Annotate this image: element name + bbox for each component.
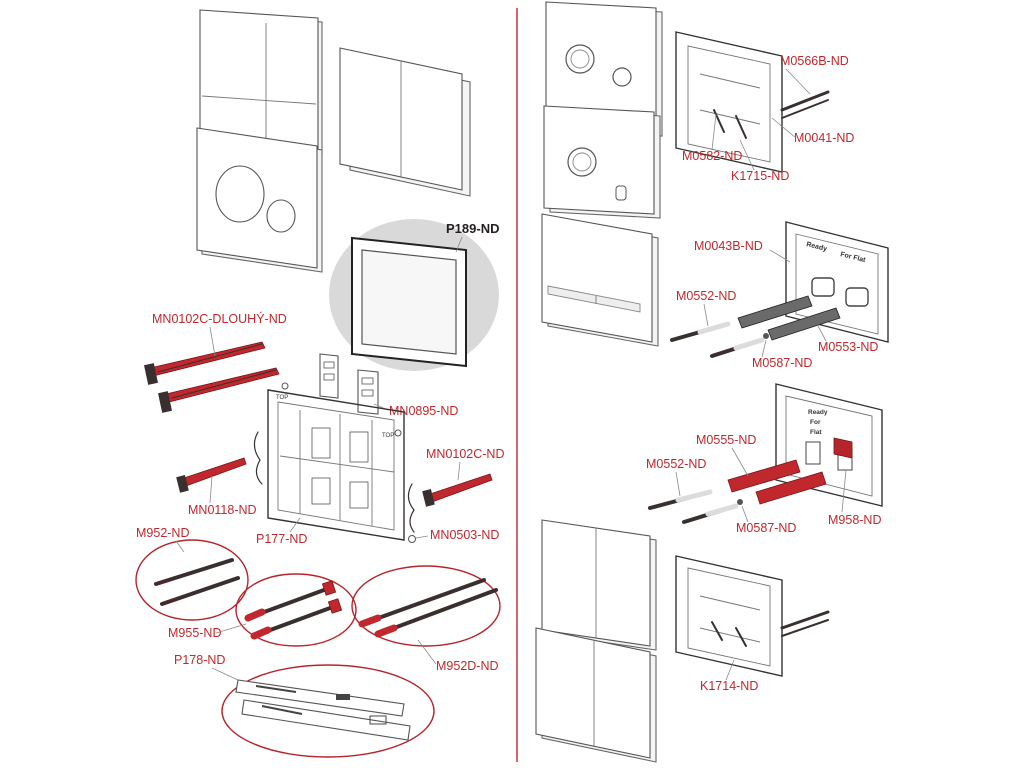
frame-print-for-flat: For Flat	[840, 251, 867, 264]
k1714-frame	[675, 555, 830, 677]
frame-print-v-for: For	[810, 419, 821, 426]
m952d-rods	[358, 578, 498, 638]
label-mn0895: MN0895-ND	[389, 404, 458, 418]
m0552-rods-lower	[648, 489, 743, 524]
flush-plate-square-bottom-2	[535, 627, 657, 763]
p177-mounting-frame: TOP TOP	[267, 382, 405, 541]
label-m0552-b: M0552-ND	[646, 457, 706, 471]
label-p178: P178-ND	[174, 653, 225, 667]
label-m952d: M952D-ND	[436, 659, 499, 673]
m955-rods	[244, 580, 343, 640]
mn0895-clips	[319, 353, 379, 415]
label-p177: P177-ND	[256, 532, 307, 546]
frame-print-ready: Ready	[806, 241, 828, 253]
m952-group-ellipse	[135, 539, 249, 621]
label-m0587-b: M0587-ND	[736, 521, 796, 535]
frame-print-top-left: TOP	[276, 395, 288, 401]
p178-group-ellipse	[221, 664, 435, 758]
label-mn0102c: MN0102C-ND	[426, 447, 505, 461]
mn0102c-lever	[422, 473, 493, 507]
flush-plate-glass-single-button	[543, 105, 661, 219]
p178-strips	[235, 679, 411, 741]
mn0503-part	[408, 535, 416, 543]
label-m0041: M0041-ND	[794, 131, 854, 145]
flush-plate-square-glass	[339, 47, 471, 197]
frame-print-top-right: TOP	[382, 433, 394, 439]
mn0102c-long-levers	[144, 341, 280, 413]
label-m0582: M0582-ND	[682, 149, 742, 163]
label-m0555: M0555-ND	[696, 433, 756, 447]
m958-frame: Ready For Flat	[775, 383, 883, 507]
m0552-rods-upper	[670, 321, 769, 358]
k1715-frame	[675, 31, 830, 173]
m952d-group-ellipse	[351, 565, 501, 647]
label-m955: M955-ND	[168, 626, 222, 640]
mn0118-lever	[176, 457, 247, 493]
m0555-sliders	[727, 459, 827, 505]
label-m958: M958-ND	[828, 513, 882, 527]
m0553-sliders	[737, 295, 841, 341]
frame-print-v-ready: Ready	[808, 409, 828, 416]
label-m0553: M0553-ND	[818, 340, 878, 354]
label-mn0503: MN0503-ND	[430, 528, 499, 542]
flush-plate-round	[196, 127, 323, 273]
label-mn0102c-dlouhy: MN0102C-DLOUHÝ-ND	[152, 311, 287, 326]
flush-plate-square-double	[199, 9, 323, 157]
spring-wire-left	[253, 431, 263, 485]
label-m0043b: M0043B-ND	[694, 239, 763, 253]
label-m0552-a: M0552-ND	[676, 289, 736, 303]
flush-plate-square-bottom-1	[541, 519, 657, 651]
label-m952: M952-ND	[136, 526, 190, 540]
label-p189: P189-ND	[446, 221, 499, 236]
label-mn0118: MN0118-ND	[188, 503, 257, 517]
flush-plate-glass-round-buttons	[545, 1, 663, 137]
m952-rods	[154, 558, 240, 606]
spring-wire-right	[407, 483, 415, 533]
label-k1714: K1714-ND	[700, 679, 758, 693]
label-k1715: K1715-ND	[731, 169, 789, 183]
frame-print-v-flat: Flat	[810, 429, 822, 436]
flush-plate-glass-slim	[541, 213, 659, 347]
m955-group-ellipse	[235, 573, 357, 647]
label-m0566b: M0566B-ND	[780, 54, 849, 68]
p189-frame-highlight	[329, 219, 499, 371]
label-m0587-a: M0587-ND	[752, 356, 812, 370]
